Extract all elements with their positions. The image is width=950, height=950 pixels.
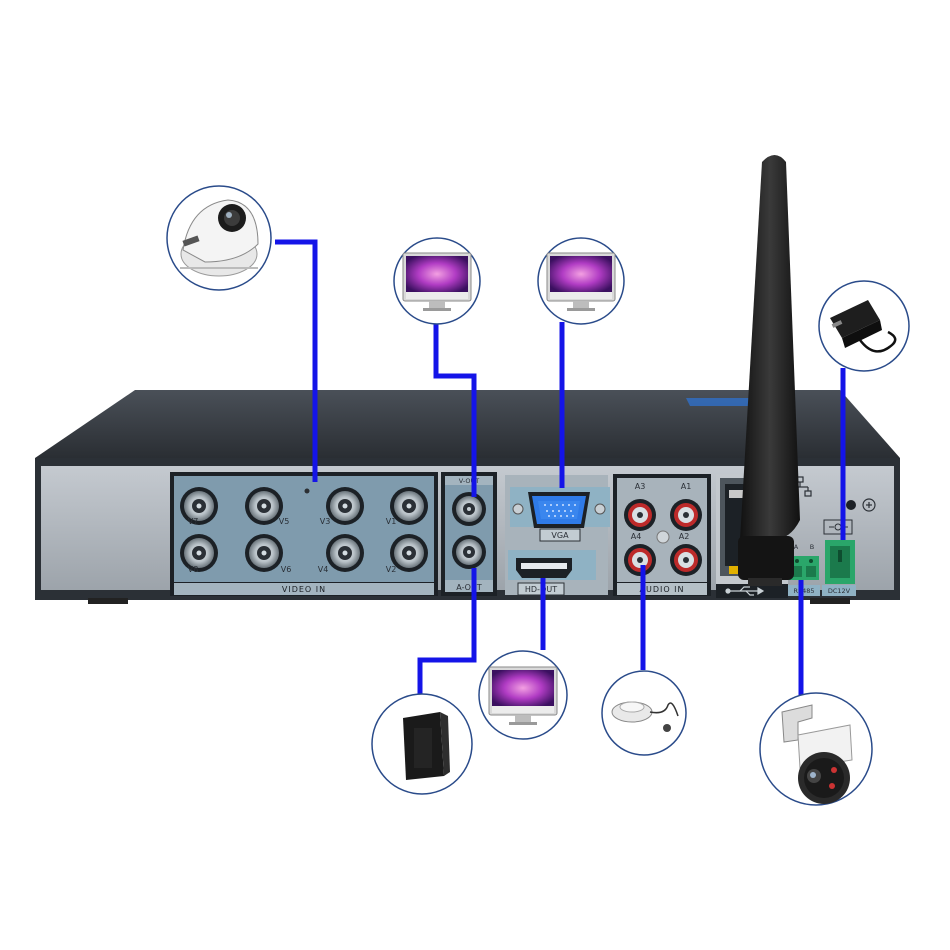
audio-in-port-3[interactable] xyxy=(624,544,656,576)
v-out-a-out-group: V-OUT A-OUT xyxy=(441,472,497,596)
video-in-port-3[interactable] xyxy=(326,487,364,525)
video-in-port-5[interactable] xyxy=(180,534,218,572)
rs485-a-label: A xyxy=(794,543,799,551)
ground-icon xyxy=(862,498,876,512)
video-in-port-7[interactable] xyxy=(326,534,364,572)
ptz-camera-device[interactable] xyxy=(759,692,873,806)
audio-in-port-4[interactable] xyxy=(670,544,702,576)
connection-wires xyxy=(275,239,846,705)
vga-label: VGA xyxy=(551,531,569,540)
audio-in-port-label: A1 xyxy=(681,482,692,491)
wire-speaker xyxy=(417,568,477,698)
vga-hd-group: VGA HD-OUT xyxy=(505,475,610,596)
video-in-port-label: V2 xyxy=(386,565,397,574)
speaker-device[interactable] xyxy=(371,693,473,795)
audio-in-port-2[interactable] xyxy=(670,499,702,531)
wire-monitor-v-out xyxy=(433,320,477,497)
power-adapter-device[interactable] xyxy=(818,280,910,372)
video-in-port-6[interactable] xyxy=(245,534,283,572)
video-in-port-label: V7 xyxy=(188,517,199,526)
video-in-port-label: V3 xyxy=(320,517,331,526)
monitor-hd-out-device[interactable] xyxy=(478,650,568,740)
audio-in-label: AUDIO IN xyxy=(639,585,684,594)
dvr-top-surface xyxy=(35,390,900,458)
usb-icon xyxy=(725,586,765,596)
audio-in-port-label: A2 xyxy=(679,532,690,541)
audio-in-port-1[interactable] xyxy=(624,499,656,531)
a-out-label: A-OUT xyxy=(456,583,482,592)
video-in-port-label: V5 xyxy=(279,517,290,526)
video-in-port-label: V8 xyxy=(188,565,199,574)
monitor-vga-device[interactable] xyxy=(537,237,625,325)
audio-in-port-label: A4 xyxy=(631,532,642,541)
ptz-camera-icon xyxy=(781,704,853,804)
microphone-icon xyxy=(611,701,679,732)
vga-port[interactable] xyxy=(512,492,606,528)
v-out-label: V-OUT xyxy=(459,477,479,485)
microphone-device[interactable] xyxy=(601,670,687,756)
video-in-port-2[interactable] xyxy=(245,487,283,525)
rs485-b-label: B xyxy=(810,543,814,551)
monitor-icon xyxy=(546,252,616,311)
dome-camera-device[interactable] xyxy=(166,185,272,291)
audio-in-port-label: A3 xyxy=(635,482,646,491)
monitor-v-out-device[interactable] xyxy=(393,237,481,325)
video-in-port-8[interactable] xyxy=(390,534,428,572)
monitor-icon xyxy=(402,252,472,311)
video-in-port-label: V1 xyxy=(386,517,397,526)
video-in-port-label: V6 xyxy=(281,565,292,574)
speaker-icon xyxy=(403,712,450,780)
dc12v-label: DC12V xyxy=(828,587,851,595)
video-in-port-4[interactable] xyxy=(390,487,428,525)
rs485-label: RS485 xyxy=(793,587,814,595)
video-in-label: VIDEO IN xyxy=(282,585,326,594)
power-adapter-icon xyxy=(830,300,897,353)
video-in-port-1[interactable] xyxy=(180,487,218,525)
dc-power-jack[interactable] xyxy=(825,540,855,584)
v-out-port[interactable] xyxy=(452,492,486,526)
monitor-icon xyxy=(488,666,558,725)
hd-out-port[interactable] xyxy=(516,558,572,578)
a-out-port[interactable] xyxy=(452,535,486,569)
power-group: DC12V xyxy=(822,498,876,596)
video-in-port-label: V4 xyxy=(318,565,329,574)
wire-dome-camera xyxy=(275,239,318,482)
wifi-antenna xyxy=(738,155,800,586)
